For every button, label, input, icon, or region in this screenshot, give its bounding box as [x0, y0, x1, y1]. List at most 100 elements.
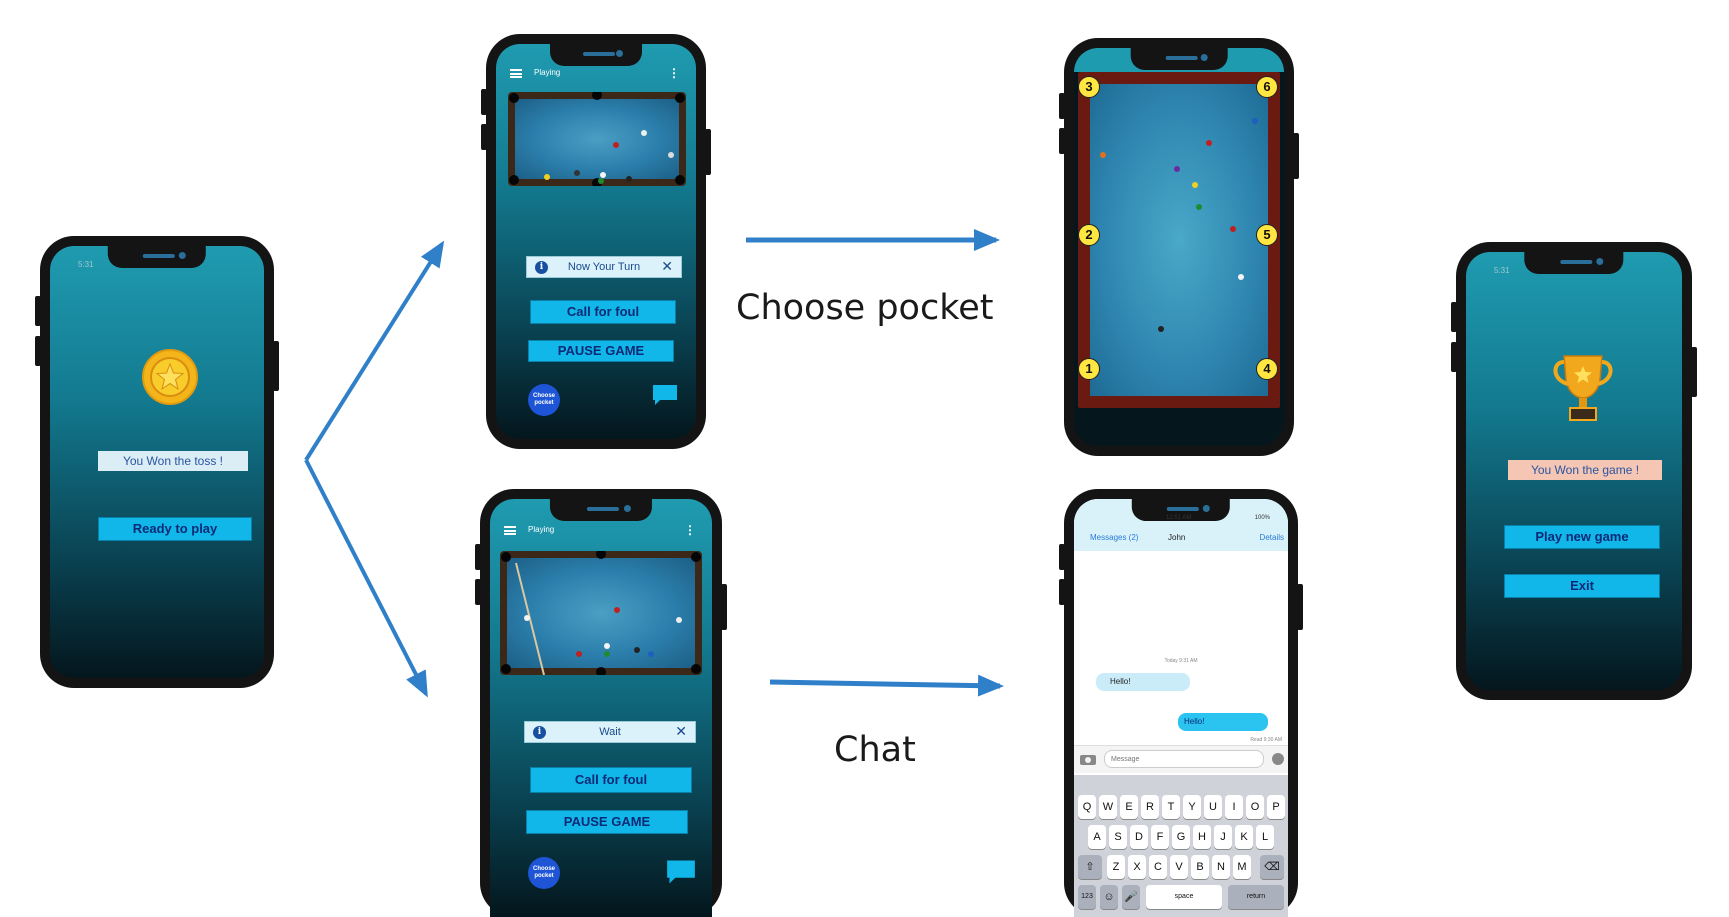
choose-pocket-button[interactable]: Choose pocket [528, 857, 560, 889]
trophy-icon [1553, 355, 1613, 421]
contact-name: John [1168, 533, 1186, 542]
caption-choose-pocket: Choose pocket [736, 288, 994, 328]
turn-info-banner: i Now Your Turn ✕ [526, 256, 682, 278]
messages-back-link[interactable]: Messages (2) [1090, 533, 1139, 542]
key-f[interactable]: F [1151, 825, 1169, 849]
battery-level: 100% [1254, 515, 1270, 521]
key-u[interactable]: U [1204, 795, 1222, 819]
app-bar: Playing ⋮ [490, 515, 712, 545]
pause-game-button[interactable]: PAUSE GAME [526, 810, 688, 834]
phone-chat: 12:51 AM 100% Messages (2) John Details … [1059, 489, 1303, 917]
numbers-key[interactable]: 123 [1078, 885, 1096, 909]
key-j[interactable]: J [1214, 825, 1232, 849]
ready-to-play-button[interactable]: Ready to play [98, 517, 252, 541]
pocket-6[interactable]: 6 [1256, 76, 1278, 98]
close-icon[interactable]: ✕ [675, 723, 687, 739]
branch-arrow-down [304, 459, 428, 698]
key-q[interactable]: Q [1078, 795, 1096, 819]
details-link[interactable]: Details [1259, 533, 1284, 542]
key-w[interactable]: W [1099, 795, 1117, 819]
camera-icon[interactable] [1080, 753, 1096, 765]
incoming-message-bubble: Hello! [1096, 673, 1190, 691]
pool-table[interactable] [500, 551, 702, 675]
key-v[interactable]: V [1170, 855, 1188, 879]
more-options-icon[interactable]: ⋮ [684, 523, 696, 537]
call-for-foul-button[interactable]: Call for foul [530, 767, 692, 793]
key-s[interactable]: S [1109, 825, 1127, 849]
key-z[interactable]: Z [1107, 855, 1125, 879]
key-n[interactable]: N [1212, 855, 1230, 879]
call-for-foul-button[interactable]: Call for foul [530, 300, 676, 324]
choose-pocket-button[interactable]: Choose pocket [528, 384, 560, 416]
microphone-icon[interactable] [1272, 751, 1284, 767]
star-coin-icon [142, 349, 198, 405]
pocket-5[interactable]: 5 [1256, 224, 1278, 246]
pocket-1[interactable]: 1 [1078, 358, 1100, 380]
key-b[interactable]: B [1191, 855, 1209, 879]
key-h[interactable]: H [1193, 825, 1211, 849]
win-message: You Won the game ! [1508, 460, 1662, 480]
key-y[interactable]: Y [1183, 795, 1201, 819]
space-key[interactable]: space [1146, 885, 1222, 909]
info-icon: i [533, 726, 546, 739]
phone-win: 5:31 You Won the game ! Play new game Ex… [1451, 242, 1697, 700]
notch [1131, 499, 1231, 521]
wait-info-banner: i Wait ✕ [524, 721, 696, 743]
pool-table-top-view[interactable] [1078, 72, 1280, 408]
pause-game-button[interactable]: PAUSE GAME [528, 340, 674, 362]
pool-table[interactable] [508, 92, 686, 186]
info-icon: i [535, 261, 548, 274]
chat-arrow [769, 674, 1004, 697]
caption-chat: Chat [834, 730, 916, 770]
pocket-4[interactable]: 4 [1256, 358, 1278, 380]
chat-icon[interactable] [652, 384, 678, 406]
backspace-key[interactable]: ⌫ [1260, 855, 1284, 879]
status-time: 12:51 AM [1166, 515, 1192, 521]
read-receipt: Read 9:30 AM [1250, 737, 1282, 743]
notch [549, 499, 653, 521]
key-i[interactable]: I [1225, 795, 1243, 819]
key-t[interactable]: T [1162, 795, 1180, 819]
key-c[interactable]: C [1149, 855, 1167, 879]
phone-toss: 5:31 You Won the toss ! Ready to play [35, 236, 279, 688]
pocket-3[interactable]: 3 [1078, 76, 1100, 98]
notch [1524, 252, 1624, 274]
key-o[interactable]: O [1246, 795, 1264, 819]
chat-icon[interactable] [666, 859, 696, 885]
exit-button[interactable]: Exit [1504, 574, 1660, 598]
play-new-game-button[interactable]: Play new game [1504, 525, 1660, 549]
app-bar-title: Playing [528, 525, 555, 534]
key-k[interactable]: K [1235, 825, 1253, 849]
close-icon[interactable]: ✕ [661, 258, 673, 274]
key-d[interactable]: D [1130, 825, 1148, 849]
screen: 3 6 2 5 1 4 [1074, 48, 1284, 446]
key-m[interactable]: M [1233, 855, 1251, 879]
key-e[interactable]: E [1120, 795, 1138, 819]
screen: 5:31 You Won the toss ! Ready to play [50, 246, 264, 678]
key-x[interactable]: X [1128, 855, 1146, 879]
key-a[interactable]: A [1088, 825, 1106, 849]
notch [107, 246, 207, 268]
branch-arrow-up [304, 240, 445, 462]
key-g[interactable]: G [1172, 825, 1190, 849]
pocket-2[interactable]: 2 [1078, 224, 1100, 246]
more-options-icon[interactable]: ⋮ [668, 66, 680, 80]
cue-stick [515, 562, 545, 675]
app-bar: Playing ⋮ [496, 58, 696, 88]
shift-key[interactable]: ⇧ [1078, 855, 1102, 879]
key-r[interactable]: R [1141, 795, 1159, 819]
phone-your-turn: Playing ⋮ i N [481, 34, 711, 449]
menu-icon[interactable] [510, 69, 522, 78]
status-time: 5:31 [78, 260, 94, 269]
dictation-key[interactable]: 🎤 [1122, 885, 1140, 909]
key-p[interactable]: P [1267, 795, 1285, 819]
app-bar-title: Playing [534, 68, 561, 77]
menu-icon[interactable] [504, 526, 516, 535]
message-input[interactable] [1104, 750, 1264, 768]
notch [550, 44, 642, 66]
screen: Playing ⋮ i N [496, 44, 696, 439]
return-key[interactable]: return [1228, 885, 1284, 909]
emoji-key[interactable]: ☺ [1100, 885, 1118, 909]
key-l[interactable]: L [1256, 825, 1274, 849]
